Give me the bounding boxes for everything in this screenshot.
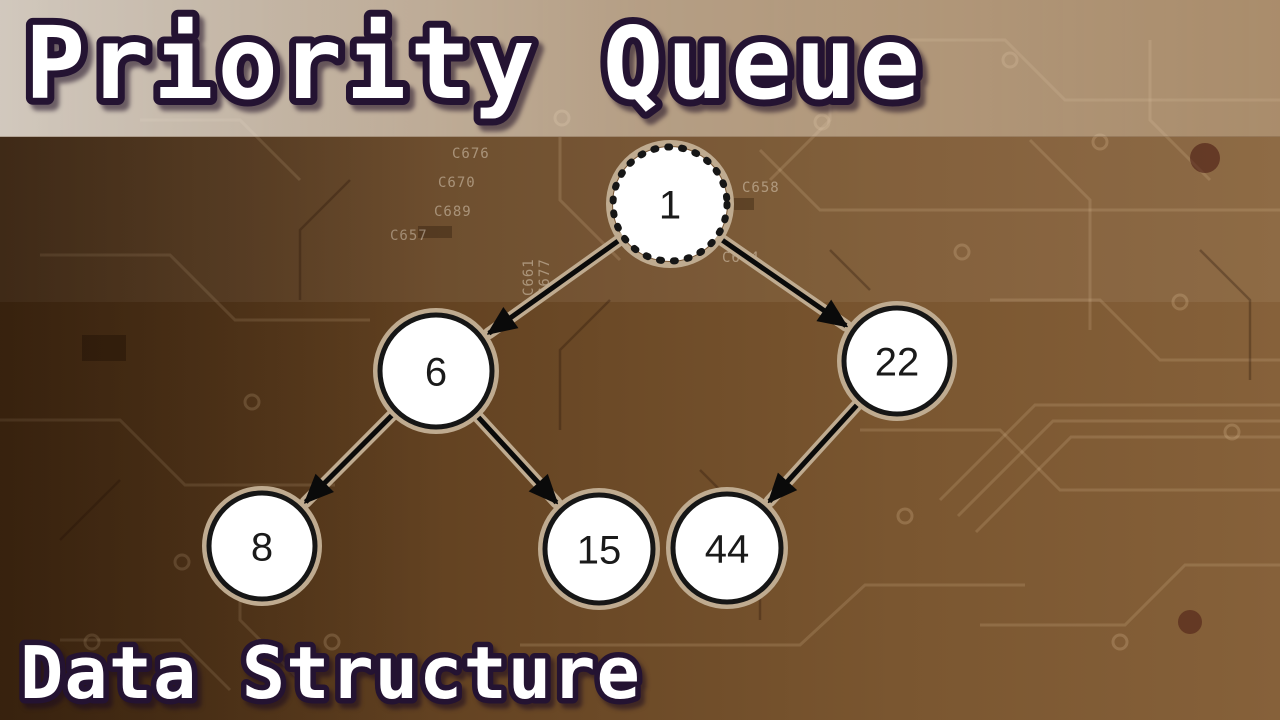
title-band xyxy=(0,0,1280,137)
node-halo xyxy=(666,487,788,609)
tree-node-1: 1 xyxy=(606,140,734,268)
node-value: 1 xyxy=(659,183,681,227)
node-value: 15 xyxy=(577,528,622,572)
tree-node-22: 22 xyxy=(837,301,957,421)
node-halo xyxy=(202,486,322,606)
node-halo xyxy=(606,140,734,268)
node-value: 22 xyxy=(875,340,920,384)
tree-edge-6-15 xyxy=(469,407,563,509)
node-circle xyxy=(670,491,784,605)
node-halo xyxy=(837,301,957,421)
page-title: Priority Queue xyxy=(25,5,924,122)
tree-node-44: 44 xyxy=(666,487,788,609)
subtitle-banner: Data Structure xyxy=(15,626,646,720)
tree-node-6: 6 xyxy=(373,308,499,434)
title-banner: Priority Queue xyxy=(18,0,927,129)
page-subtitle: Data Structure xyxy=(20,631,641,715)
tree-edge-1-22 xyxy=(712,231,853,332)
node-halo xyxy=(373,308,499,434)
node-circle xyxy=(841,305,953,417)
tree-edge-22-44 xyxy=(763,395,867,508)
tree-edge-6-8 xyxy=(299,406,402,509)
tree-edge-1-6 xyxy=(482,232,628,340)
node-halo xyxy=(538,488,660,610)
node-circle-dotted xyxy=(609,143,731,265)
node-value: 44 xyxy=(705,527,750,571)
node-circle xyxy=(206,490,318,602)
node-value: 6 xyxy=(425,350,447,394)
node-value: 8 xyxy=(251,525,273,569)
node-circle xyxy=(377,312,495,430)
node-circle xyxy=(542,492,656,606)
tree-node-15: 15 xyxy=(538,488,660,610)
tree-node-8: 8 xyxy=(202,486,322,606)
